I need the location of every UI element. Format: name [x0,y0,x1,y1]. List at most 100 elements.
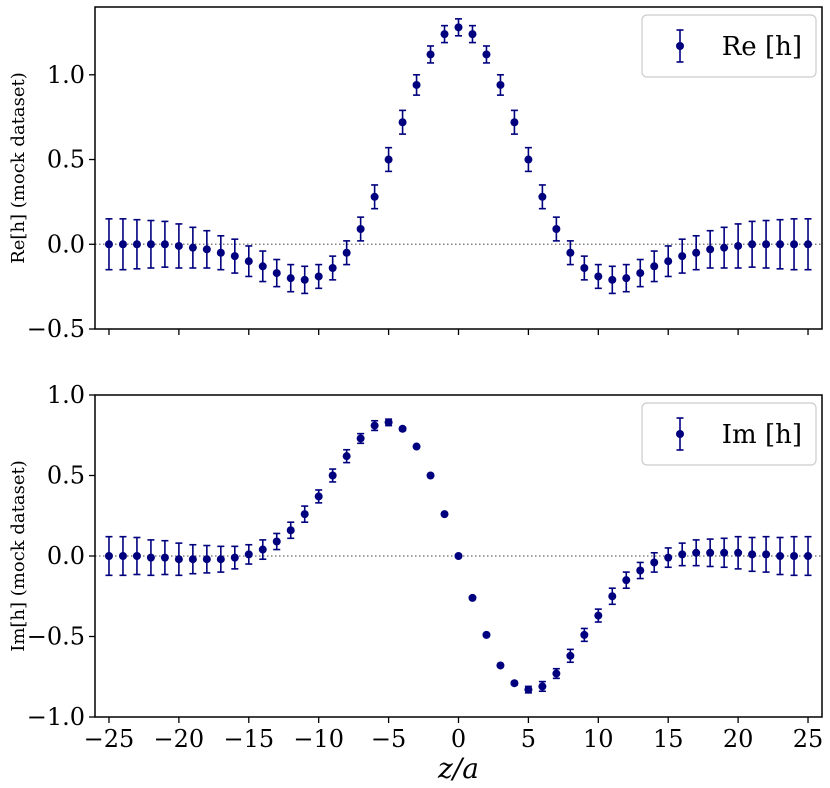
data-point [398,118,407,127]
data-point [790,552,799,560]
data-point [734,241,743,250]
data-point [188,555,197,564]
data-point [790,240,799,249]
data-point [552,225,561,234]
data-point [384,418,393,427]
data-point [482,630,491,639]
data-point [384,155,393,164]
data-point [692,548,701,557]
data-point [552,669,561,678]
data-point [440,510,449,519]
re-h-panel: −0.50.00.51.0Re[h] (mock dataset)Re [h] [8,6,823,343]
data-point [440,30,449,39]
data-point [216,248,225,257]
data-point [244,550,253,559]
data-point [146,240,155,249]
legend-label: Im [h] [722,420,802,450]
data-point [118,552,127,560]
y-tick-label: 0.5 [47,146,85,174]
data-point [132,552,141,560]
data-point [426,50,435,59]
x-tick-label: −10 [293,725,344,753]
y-tick-label: −0.5 [27,315,85,343]
data-point [104,552,113,560]
data-point [706,245,715,254]
data-point [510,679,519,688]
data-point [496,661,505,670]
data-point [160,240,169,249]
data-point [412,80,421,89]
data-point [482,50,491,59]
data-point [580,263,589,272]
data-point [286,274,295,283]
data-point [762,240,771,249]
data-point [160,553,169,562]
y-tick-label: 0.0 [47,542,85,570]
data-point [762,550,771,559]
data-point [342,452,351,461]
data-point [300,275,309,284]
data-point [230,553,239,562]
data-point [538,682,547,691]
data-point [636,566,645,575]
data-point [524,155,533,164]
legend-label: Re [h] [722,32,802,62]
data-point [580,630,589,639]
data-point [622,576,631,585]
data-point [370,192,379,201]
data-point [174,555,183,564]
data-point [328,471,337,480]
data-point [748,550,757,559]
data-point [314,492,323,501]
data-point [146,553,155,562]
legend-marker [676,42,684,50]
data-point [342,248,351,257]
data-point [678,550,687,559]
y-tick-label: 1.0 [47,61,85,89]
data-point [678,252,687,261]
data-point [804,240,813,249]
legend-marker [676,430,684,438]
data-point [132,240,141,249]
data-point [622,274,631,283]
data-point [258,262,267,271]
data-point [566,651,575,660]
data-point [650,262,659,271]
data-point [720,548,729,557]
data-point [636,269,645,278]
x-tick-label: −25 [84,725,135,753]
data-point [608,592,617,601]
data-point [272,537,281,546]
x-tick-label: 5 [521,725,536,753]
data-point [300,510,309,519]
y-tick-label: −1.0 [27,703,85,731]
data-point [720,243,729,252]
data-point [524,685,533,694]
data-point [692,248,701,257]
data-point [468,593,477,602]
x-tick-label: 10 [583,725,614,753]
y-tick-label: 1.0 [47,381,85,409]
x-tick-label: 15 [653,725,684,753]
data-point [510,118,519,127]
data-point [650,558,659,567]
data-point [804,552,813,560]
data-point [706,548,715,557]
data-point [230,252,239,261]
x-tick-label: 0 [451,725,466,753]
data-point [314,272,323,281]
data-point [328,263,337,272]
legend-box [641,14,817,78]
data-point [538,192,547,201]
x-tick-label: −15 [223,725,274,753]
data-point [174,241,183,250]
data-point [118,240,127,249]
axes-frame [94,394,823,718]
legend-box [641,402,817,466]
x-tick-label: 20 [723,725,754,753]
data-point [608,275,617,284]
data-point [104,240,113,249]
y-tick-label: 0.0 [47,230,85,258]
x-tick-label: −5 [371,725,406,753]
